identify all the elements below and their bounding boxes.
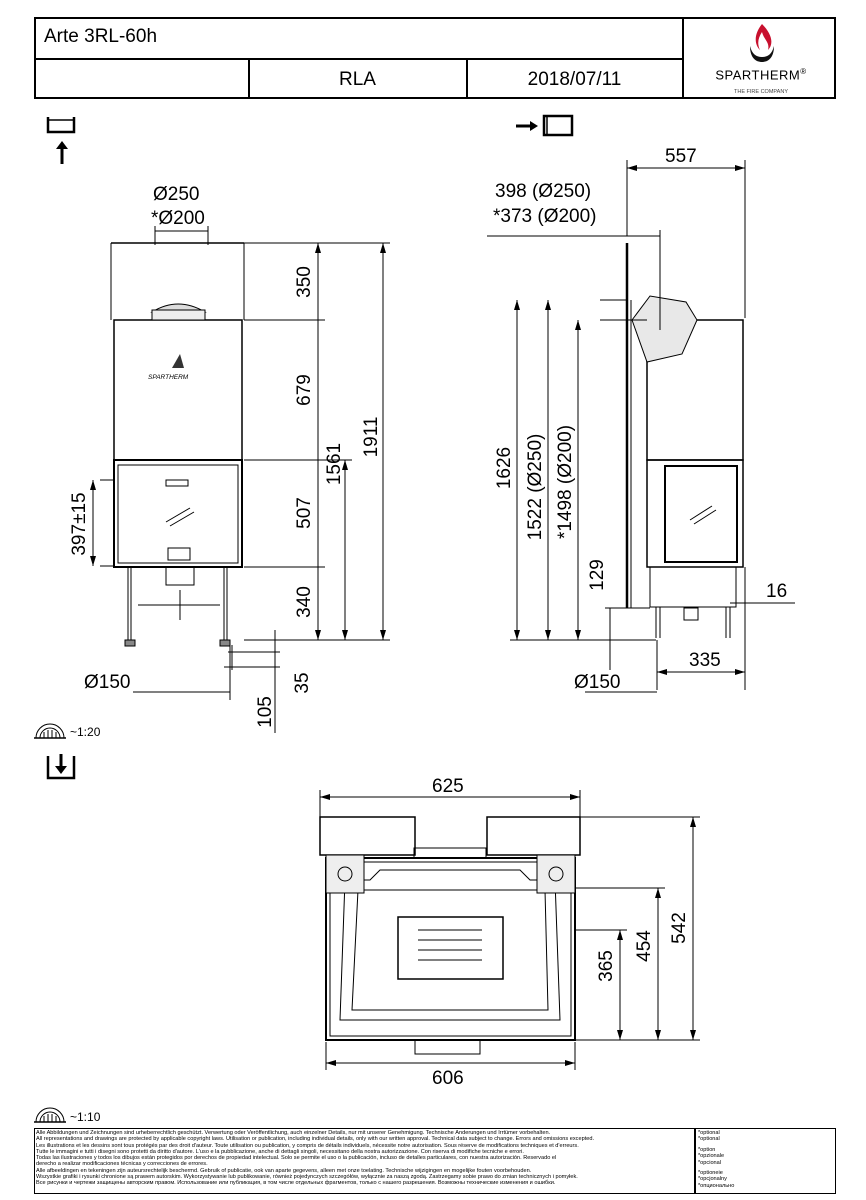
- side-view-symbol-icon: [516, 114, 574, 137]
- front-flue-diameter: Ø250: [153, 184, 200, 205]
- front-view-drawing: [92, 226, 390, 733]
- dim-350: 350: [294, 266, 315, 298]
- drawing-date: 2018/07/11: [527, 69, 622, 90]
- optional-line: *opzionale: [698, 1153, 725, 1160]
- optional-line: *опционально: [698, 1182, 735, 1189]
- model-title: Arte 3RL-60h: [44, 26, 158, 47]
- optional-line: *optioneie: [698, 1170, 723, 1177]
- dim-105: 105: [255, 696, 276, 728]
- legal-line: derecho a realizar modificaciones técnic…: [36, 1161, 208, 1168]
- dim-1561: 1561: [324, 442, 345, 486]
- optional-line: *opcjonalny: [698, 1176, 727, 1183]
- header-vline-2: [466, 58, 468, 99]
- dim-16: 16: [766, 581, 788, 602]
- optional-line: *option: [698, 1146, 716, 1153]
- header-hline: [34, 58, 682, 60]
- dim-397: 397±15: [69, 492, 90, 556]
- dim-1522: 1522 (Ø250): [525, 433, 546, 541]
- model-code: RLA: [339, 69, 376, 90]
- dim-373: *373 (Ø200): [493, 206, 597, 227]
- legal-line: All representations and drawings are pro…: [36, 1136, 595, 1143]
- legal-line: Tutte le immagini e tutti i disegni sono…: [36, 1148, 524, 1155]
- brand-block: SPARTHERM®: [688, 67, 834, 82]
- optional-line: *optional: [698, 1136, 720, 1143]
- dim-129: 129: [587, 559, 608, 591]
- legal-line: Wszystkie grafiki i rysunki chronione są…: [36, 1174, 578, 1181]
- optional-line: *optional: [698, 1130, 720, 1136]
- legal-line: Все рисунки и чертежи защищены авторским…: [36, 1180, 556, 1187]
- flame-logo-icon: [750, 24, 774, 62]
- front-view-symbol-icon: [46, 117, 76, 164]
- dim-398: 398 (Ø250): [495, 181, 592, 202]
- dim-606: 606: [432, 1068, 464, 1089]
- front-flue-diameter-optional: *Ø200: [151, 208, 205, 229]
- legal-box: [34, 1128, 836, 1194]
- header-vline-3: [682, 17, 684, 99]
- legal-text: Alle Abbildungen und Zeichnungen sind ur…: [36, 1130, 692, 1187]
- legal-line: Alle Abbildungen und Zeichnungen sind ur…: [36, 1130, 551, 1136]
- front-logo-text: SPARTHERM: [148, 374, 189, 381]
- dim-542: 542: [669, 912, 690, 944]
- dim-365: 365: [596, 950, 617, 982]
- dim-35: 35: [292, 672, 313, 694]
- legal-line: Todas las ilustraciones y todos los dibu…: [36, 1155, 557, 1162]
- legal-line: Alle afbeeldingen en tekeningen zijn aut…: [36, 1167, 532, 1174]
- dim-340: 340: [294, 586, 315, 618]
- front-air-diameter: Ø150: [84, 672, 131, 693]
- side-view-drawing: [487, 160, 795, 693]
- dim-1911: 1911: [361, 416, 382, 458]
- scale-label-1: ~1:20: [70, 725, 101, 739]
- dim-1498: *1498 (Ø200): [555, 424, 576, 540]
- optional-notes: *optional *optional *option *opzionale *…: [698, 1130, 834, 1189]
- dim-454: 454: [634, 930, 655, 962]
- side-air-diameter: Ø150: [574, 672, 621, 693]
- optional-line: *opcional: [698, 1159, 722, 1166]
- dim-507: 507: [294, 497, 315, 529]
- plan-view-symbol-icon: [46, 754, 76, 780]
- dim-1626: 1626: [494, 446, 515, 490]
- dim-679: 679: [294, 374, 315, 406]
- header-vline-1: [248, 58, 250, 99]
- brand-reg: ®: [800, 67, 807, 76]
- brand-tagline: THE FIRE COMPANY: [734, 89, 788, 95]
- brand-name: SPARTHERM: [715, 67, 801, 83]
- scale-label-2: ~1:10: [70, 1110, 101, 1124]
- dim-335: 335: [689, 650, 721, 671]
- plan-view-drawing: [319, 790, 700, 1070]
- scale-icon: [34, 723, 66, 739]
- scale-icon: [34, 1107, 66, 1123]
- dim-557: 557: [665, 146, 697, 167]
- legal-line: Les illustrations et les dessins sont to…: [36, 1142, 579, 1149]
- dim-625: 625: [432, 776, 464, 797]
- legal-divider: [694, 1128, 696, 1194]
